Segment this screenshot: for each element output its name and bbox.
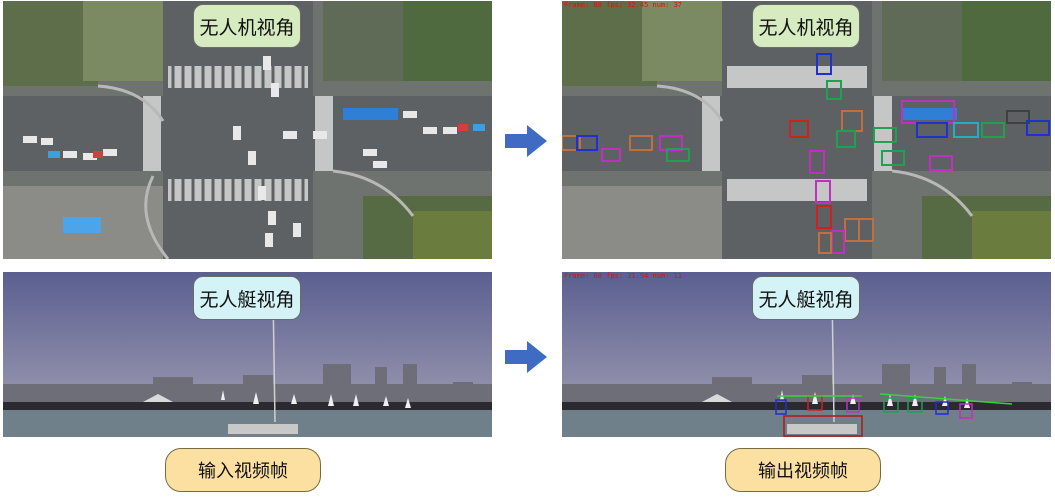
drone-view-label: 无人机视角 — [752, 4, 860, 48]
boat-view-label: 无人艇视角 — [193, 276, 301, 320]
right-arrow-icon — [505, 341, 547, 373]
boat-fps-readout: Frame: 60 fps: 31.94 num: 11 — [564, 272, 683, 280]
boat-input-frame: 无人艇视角 — [3, 272, 492, 437]
drone-input-frame: 无人机视角 — [3, 1, 492, 259]
input-frame-label: 输入视频帧 — [165, 448, 321, 492]
drone-fps-readout: Frame: 60 fps: 32.45 num: 37 — [564, 1, 683, 9]
output-frame-label: 输出视频帧 — [725, 448, 881, 492]
drone-view-label: 无人机视角 — [193, 4, 301, 48]
right-arrow-icon — [505, 125, 547, 157]
boat-view-label: 无人艇视角 — [752, 276, 860, 320]
boat-output-frame: Frame: 60 fps: 31.94 num: 11 无人艇视角 — [562, 272, 1051, 437]
drone-output-frame: Frame: 60 fps: 32.45 num: 37 无人机视角 — [562, 1, 1051, 259]
